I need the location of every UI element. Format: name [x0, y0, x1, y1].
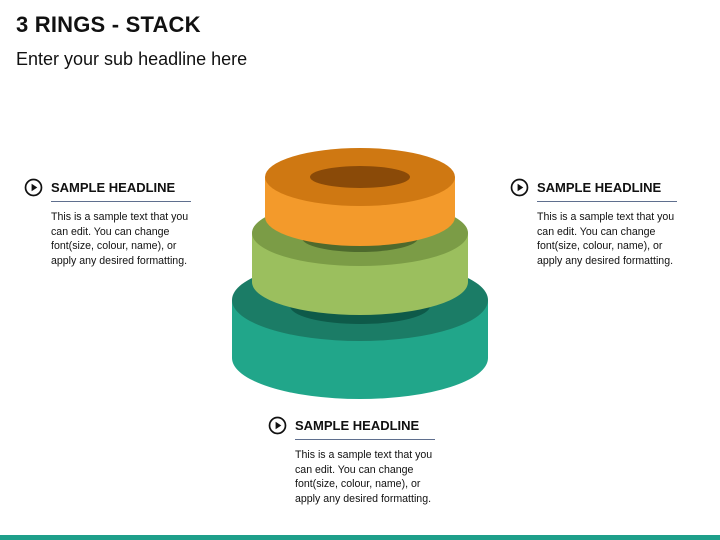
- callout-left: SAMPLE HEADLINE This is a sample text th…: [24, 177, 192, 268]
- page-title: 3 RINGS - STACK: [16, 12, 201, 37]
- footer-bar: [0, 535, 720, 540]
- play-circle-icon: [24, 178, 43, 196]
- callout-right: SAMPLE HEADLINE This is a sample text th…: [510, 177, 678, 268]
- callout-text: This is a sample text that you can edit.…: [51, 211, 189, 267]
- headline-divider: [295, 439, 435, 440]
- callout-text: This is a sample text that you can edit.…: [537, 211, 675, 267]
- top-ring-hole: [310, 166, 410, 188]
- callout-headline: SAMPLE HEADLINE: [51, 179, 176, 195]
- callout-bottom: SAMPLE HEADLINE This is a sample text th…: [268, 415, 436, 506]
- callout-headline: SAMPLE HEADLINE: [537, 179, 662, 195]
- headline-divider: [51, 201, 191, 202]
- play-circle-icon: [268, 416, 287, 434]
- page-subtitle: Enter your sub headline here: [16, 49, 248, 69]
- callout-text: This is a sample text that you can edit.…: [295, 449, 433, 505]
- play-circle-icon: [510, 178, 529, 196]
- headline-divider: [537, 201, 677, 202]
- callout-headline: SAMPLE HEADLINE: [295, 417, 420, 433]
- top-ring: [265, 148, 455, 246]
